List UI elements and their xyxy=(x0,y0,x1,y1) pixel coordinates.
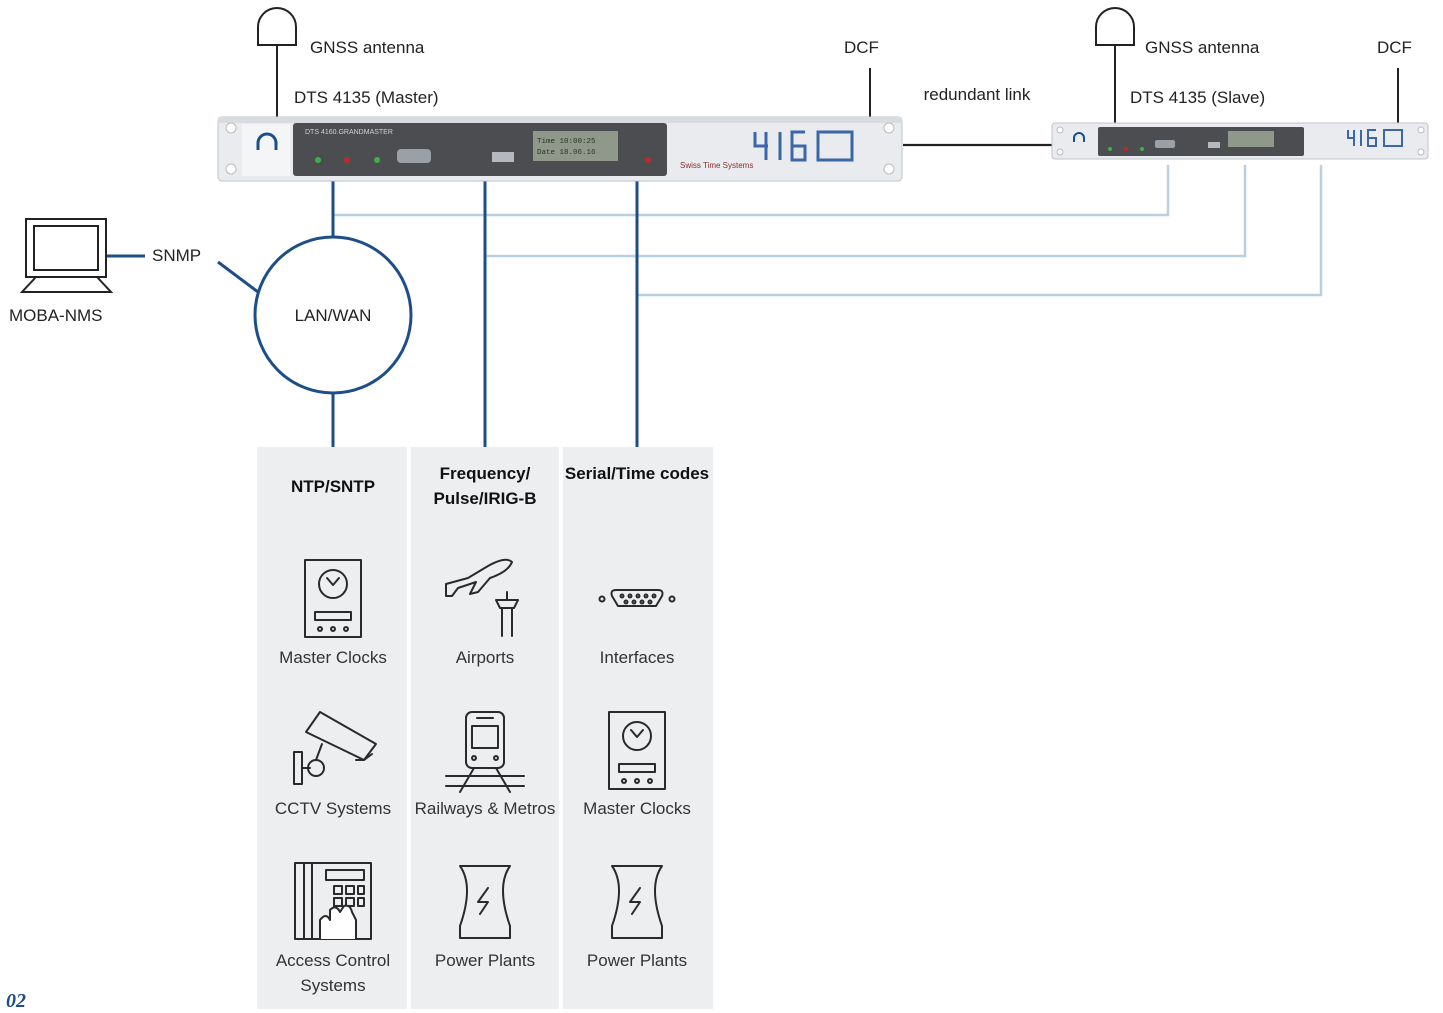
column-heading-frequency: Frequency/ Pulse/IRIG-B xyxy=(433,464,537,508)
column-heading-ntp: NTP/SNTP xyxy=(290,477,376,496)
lan-wan-label: LAN/WAN xyxy=(294,306,372,325)
column-bg-frequency xyxy=(409,447,561,1009)
caption-power-plants: Power Plants xyxy=(434,951,536,970)
power-plant-icon xyxy=(611,865,663,939)
caption-cctv-systems: CCTV Systems xyxy=(274,799,392,818)
power-plant-icon xyxy=(459,865,511,939)
column-bg-serial xyxy=(561,447,713,1009)
lan-wan-circle xyxy=(253,235,413,395)
caption-master-clocks: Master Clocks xyxy=(583,799,691,818)
redundant-link-label: redundant link xyxy=(923,85,1031,104)
master-device-label: DTS 4135 (Master) xyxy=(294,88,439,107)
dcf-label-right: DCF xyxy=(1377,38,1412,57)
master-digit-display xyxy=(753,130,854,162)
lcd-line2: Date 18.06.16 xyxy=(537,149,596,157)
gnss-antenna-label-right: GNSS antenna xyxy=(1145,38,1260,57)
caption-interfaces: Interfaces xyxy=(599,648,675,667)
slave-links xyxy=(333,165,1323,297)
computer-icon xyxy=(19,218,114,293)
cctv-camera-icon xyxy=(293,711,377,785)
dcf-label-left: DCF xyxy=(844,38,879,57)
slave-device xyxy=(1051,122,1429,160)
gnss-antenna-label-left: GNSS antenna xyxy=(310,38,425,57)
gnss-antenna-left-icon xyxy=(257,7,297,46)
caption-power-plants: Power Plants xyxy=(586,951,688,970)
train-icon xyxy=(445,711,525,793)
device-model-text: DTS 4160.GRANDMASTER xyxy=(305,129,393,136)
caption-access-control: Access Control Systems xyxy=(275,951,391,995)
lcd-line1: Time 10:00:25 xyxy=(537,138,596,146)
column-heading-serial: Serial/Time codes xyxy=(564,464,710,483)
moba-nms-label: MOBA-NMS xyxy=(9,306,103,325)
master-clock-icon xyxy=(304,559,362,638)
master-tagline: Swiss Time Systems xyxy=(680,161,753,170)
master-clock-icon xyxy=(608,711,666,790)
master-device: DTS 4160.GRANDMASTER Time 10:00:25 Date … xyxy=(217,116,903,182)
slave-device-label: DTS 4135 (Slave) xyxy=(1130,88,1266,107)
airport-icon xyxy=(445,558,519,637)
access-control-icon xyxy=(294,862,372,940)
gnss-antenna-right-icon xyxy=(1095,7,1135,46)
caption-master-clocks: Master Clocks xyxy=(279,648,387,667)
page-number: 02 xyxy=(6,990,26,1012)
snmp-label: SNMP xyxy=(152,246,202,265)
caption-railways-metros: Railways & Metros xyxy=(414,799,556,818)
antennas xyxy=(257,7,1399,147)
slave-digit-display xyxy=(1347,129,1403,147)
serial-connector-icon xyxy=(598,589,676,607)
caption-airports: Airports xyxy=(455,648,515,667)
master-links xyxy=(106,180,639,447)
